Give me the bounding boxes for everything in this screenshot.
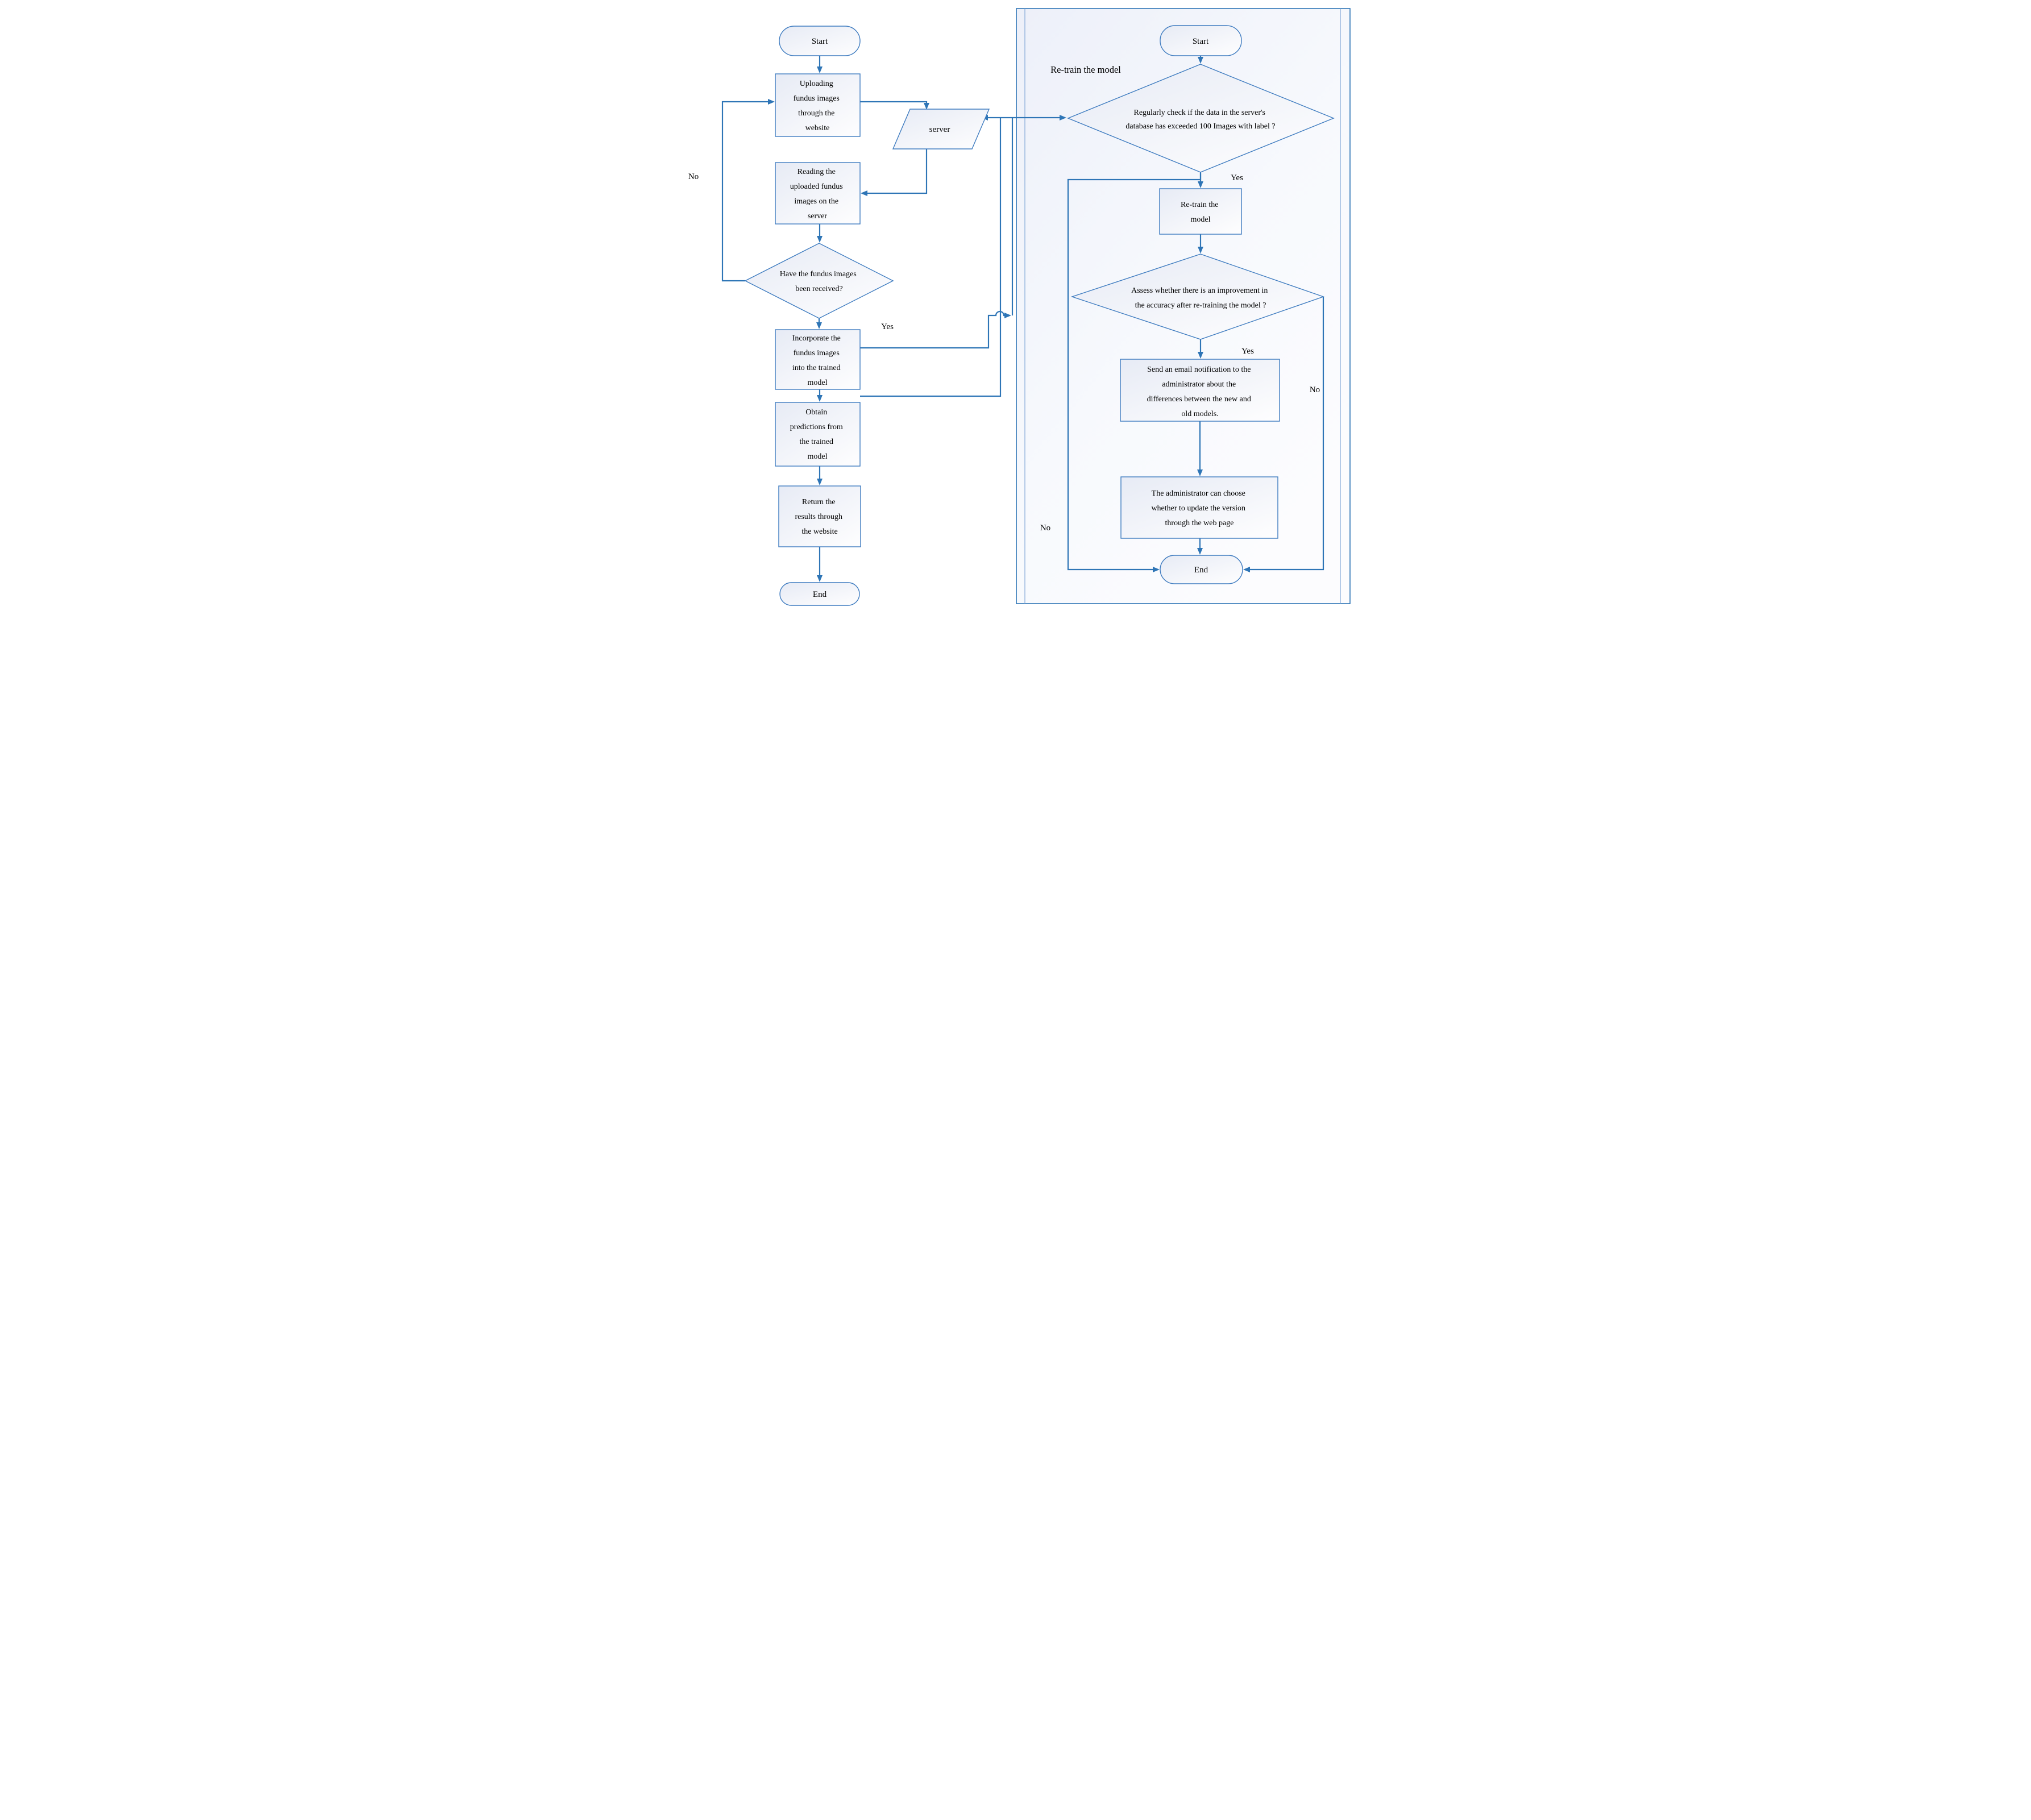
retrain-box — [1159, 188, 1242, 235]
node-end-left: End — [779, 582, 860, 606]
retrain-label: Re-train the model — [1181, 201, 1220, 224]
start-right-label: Start — [1193, 37, 1209, 46]
end-terminator-right — [1160, 555, 1243, 584]
decision-received-diamond — [744, 243, 894, 319]
edge-check-no-to-end — [1067, 173, 1202, 572]
node-email-notification: Send an email notification to the admini… — [1120, 359, 1280, 422]
panel-title: Re-train the model — [1050, 64, 1121, 75]
edge-no-loop-to-uploading — [721, 99, 775, 282]
admin-box — [1120, 476, 1278, 539]
node-decision-received: Have the fundus images been received? — [744, 243, 894, 319]
server-parallelogram — [892, 109, 990, 149]
admin-label: The administrator can choose whether to … — [1151, 489, 1247, 527]
email-box — [1120, 359, 1280, 422]
label-no-assess: No — [1310, 385, 1320, 394]
start-terminator-right — [1160, 25, 1242, 56]
node-assess-improvement: Assess whether there is an improvement i… — [1070, 254, 1325, 340]
edge-incorporate-to-panel — [860, 310, 1011, 349]
node-reading: Reading the uploaded fundus images on th… — [775, 162, 861, 225]
end-terminator-left — [779, 582, 860, 606]
node-obtain: Obtain predictions from the trained mode… — [775, 402, 861, 467]
assess-improvement-label: Assess whether there is an improvement i… — [1131, 286, 1270, 310]
edge-obtain-to-server-line — [860, 118, 1002, 397]
flowchart-canvas: Re-train the model Start Uploading fundu… — [677, 0, 1354, 606]
assess-improvement-diamond — [1070, 254, 1325, 340]
node-check-database: Regularly check if the data in the serve… — [1067, 64, 1335, 173]
edge-uploading-to-server — [860, 101, 929, 110]
node-start-right: Start — [1160, 25, 1242, 56]
server-label: server — [929, 125, 950, 134]
obtain-label: Obtain predictions from the trained mode… — [790, 408, 845, 461]
end-right-label: End — [1194, 566, 1208, 575]
node-uploading: Uploading fundus images through the webs… — [775, 73, 861, 137]
incorporate-label: Incorporate the fundus images into the t… — [792, 334, 843, 387]
node-incorporate: Incorporate the fundus images into the t… — [775, 329, 861, 390]
uploading-box — [775, 73, 861, 137]
node-retrain-model: Re-train the model — [1159, 188, 1242, 235]
reading-box — [775, 162, 861, 225]
uploading-label: Uploading fundus images through the webs… — [794, 80, 842, 132]
return-box — [778, 485, 861, 547]
edge-server-to-reading — [861, 149, 928, 196]
label-yes-check: Yes — [1231, 173, 1243, 182]
flowchart-page: Re-train the model Start Uploading fundu… — [677, 0, 1354, 606]
edge-assess-no-to-end — [1243, 297, 1324, 572]
label-no-check: No — [1040, 523, 1050, 533]
decision-received-label: Have the fundus images been received? — [780, 270, 858, 293]
label-yes-assess: Yes — [1241, 347, 1254, 356]
email-label: Send an email notification to the admini… — [1147, 365, 1253, 418]
incorporate-box — [775, 329, 861, 390]
end-left-label: End — [813, 590, 827, 599]
node-return-results: Return the results through the website — [778, 485, 861, 547]
obtain-box — [775, 402, 861, 467]
reading-label: Reading the uploaded fundus images on th… — [790, 168, 845, 221]
check-database-label: Regularly check if the data in the serve… — [1125, 109, 1275, 131]
check-database-diamond — [1067, 64, 1335, 173]
return-label: Return the results through the website — [795, 498, 844, 536]
label-yes-left: Yes — [881, 322, 894, 331]
node-admin-choose: The administrator can choose whether to … — [1120, 476, 1278, 539]
start-label: Start — [812, 37, 828, 46]
start-terminator — [779, 26, 861, 56]
node-end-right: End — [1160, 555, 1243, 584]
label-no-left: No — [688, 172, 699, 181]
node-server: server — [892, 109, 990, 149]
node-start-left: Start — [779, 26, 861, 56]
